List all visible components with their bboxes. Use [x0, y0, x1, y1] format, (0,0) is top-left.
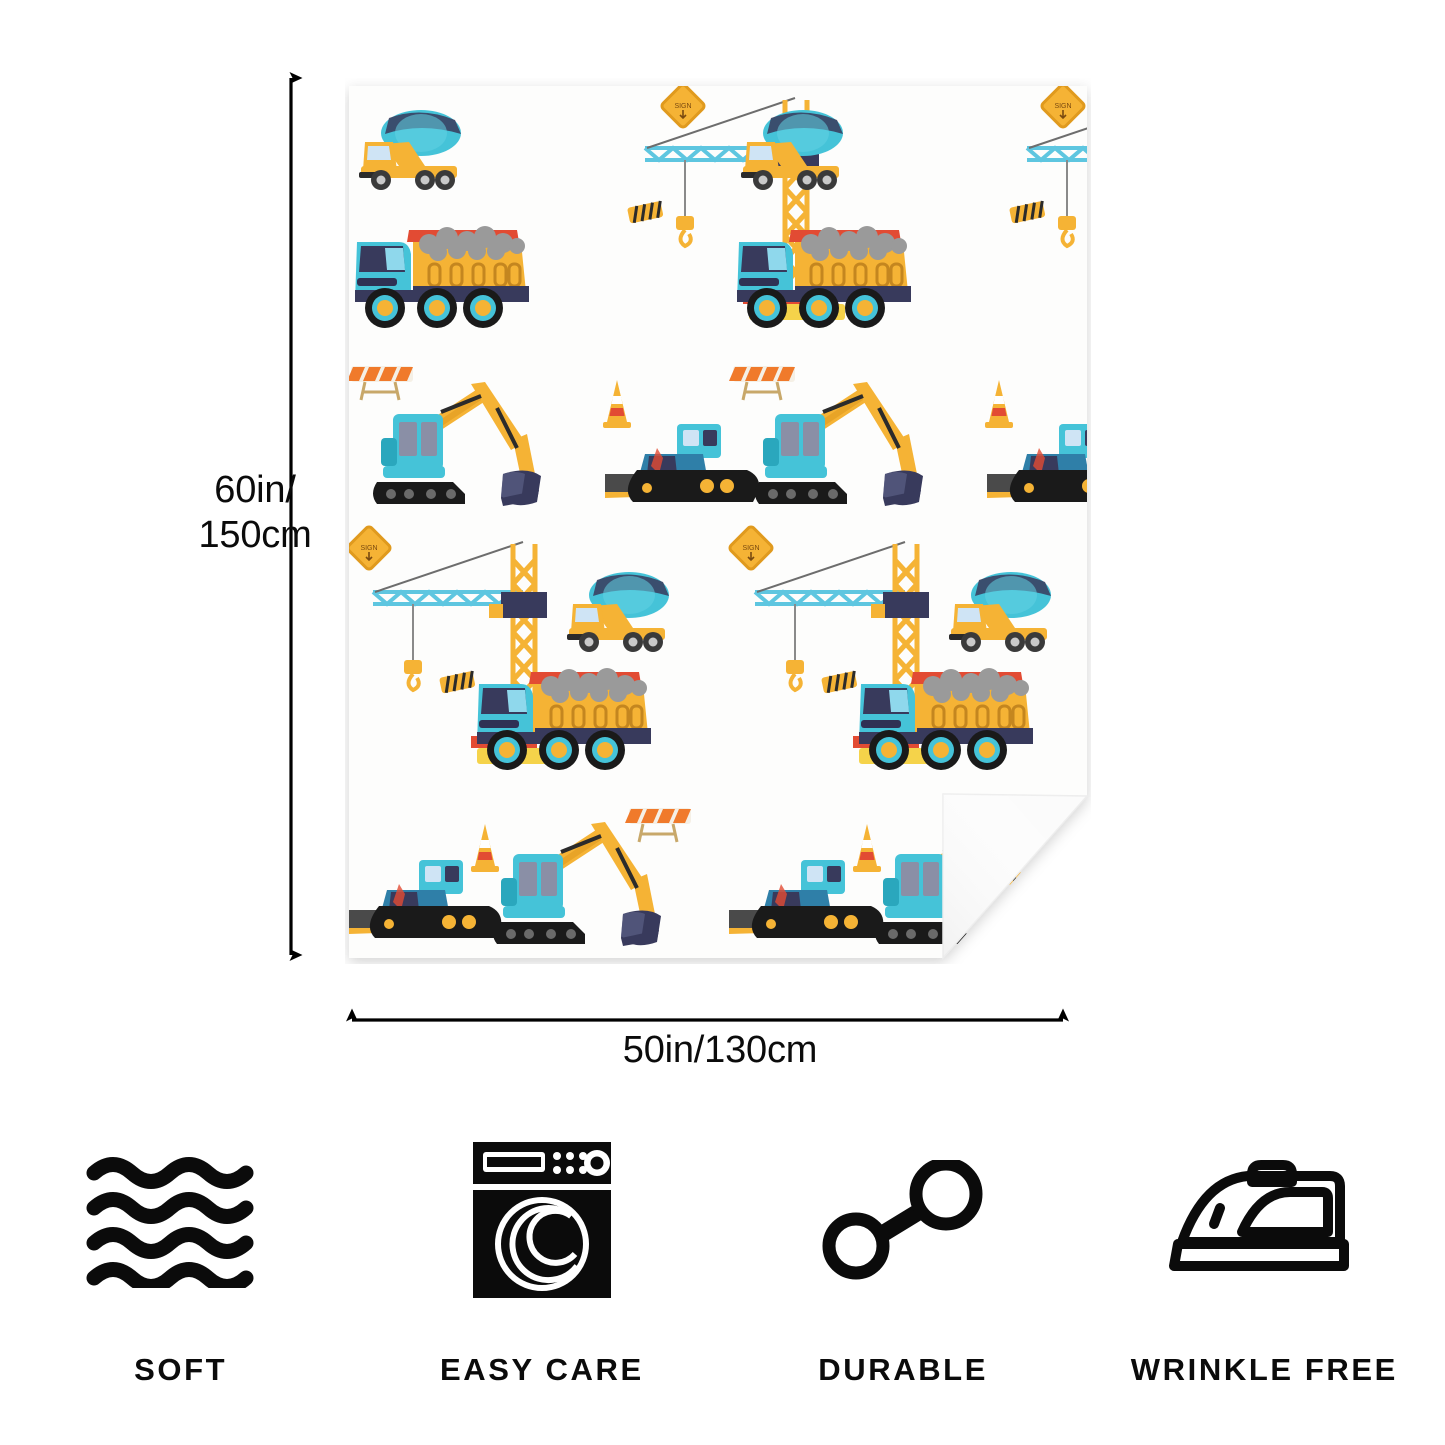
width-dimension-label: 50in/130cm	[622, 1029, 818, 1071]
feature-label-durable: DURABLE	[818, 1352, 988, 1387]
waves-icon	[86, 1140, 276, 1300]
feature-strip: SOFT	[0, 1140, 1445, 1388]
washing-machine-icon	[467, 1140, 617, 1300]
blanket-product-image: SIGN	[345, 78, 1091, 964]
feature-label-soft: SOFT	[134, 1352, 228, 1387]
feature-durable: DURABLE	[723, 1140, 1084, 1388]
feature-easy-care: EASY CARE	[361, 1140, 722, 1388]
dumbbell-icon	[818, 1140, 988, 1300]
feature-wrinkle-free: WRINKLE FREE	[1084, 1140, 1445, 1388]
iron-icon	[1164, 1140, 1364, 1300]
feature-label-easy-care: EASY CARE	[440, 1352, 644, 1387]
feature-label-wrinkle-free: WRINKLE FREE	[1130, 1352, 1398, 1387]
feature-soft: SOFT	[0, 1140, 361, 1388]
height-dimension-label: 60in/ 150cm	[198, 469, 312, 556]
